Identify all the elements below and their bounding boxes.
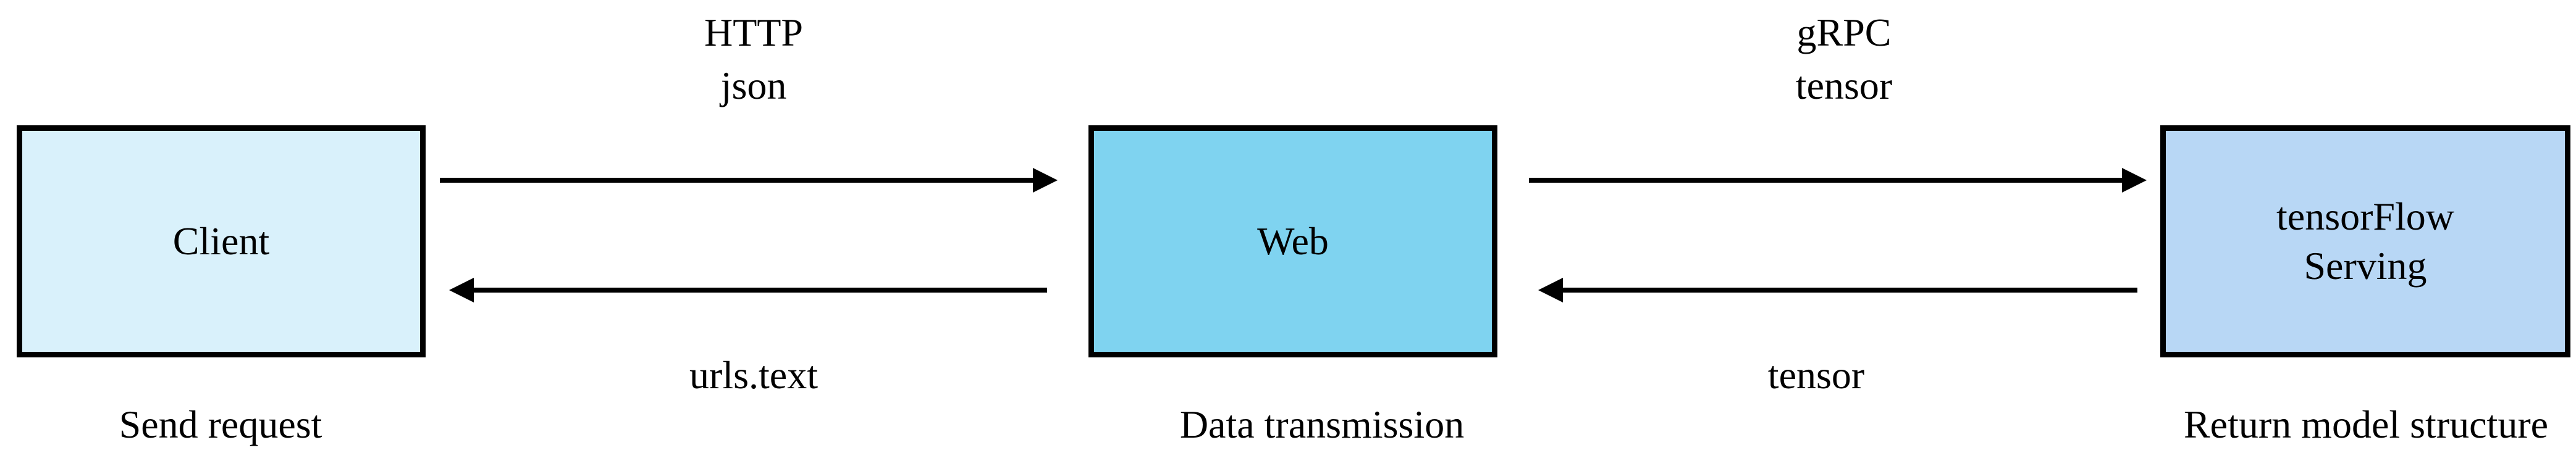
caption-serving: Return model structure	[2184, 398, 2548, 451]
tensorflow-serving-label-line2: Serving	[2304, 244, 2427, 288]
tensorflow-serving-node: tensorFlow Serving	[2160, 125, 2570, 357]
caption-client: Send request	[119, 398, 322, 451]
arrowhead-client-to-web	[1033, 168, 1058, 193]
edge-label-serving-to-web: tensor	[1768, 349, 1864, 402]
caption-send-request: Send request	[119, 402, 322, 446]
caption-web: Data transmission	[1180, 398, 1464, 451]
web-node: Web	[1088, 125, 1497, 357]
edge-label-urls-text: urls.text	[689, 353, 818, 397]
edge-label-client-to-web: HTTP json	[704, 6, 803, 113]
edge-label-json: json	[720, 64, 787, 108]
edge-label-web-to-serving: gRPC tensor	[1796, 6, 1892, 113]
edge-label-web-to-client: urls.text	[689, 349, 818, 402]
web-node-label: Web	[1257, 219, 1329, 263]
arrowhead-serving-to-web	[1538, 278, 1563, 302]
edge-label-http: HTTP	[704, 10, 803, 54]
caption-return-model-structure: Return model structure	[2183, 402, 2549, 446]
caption-data-transmission: Data transmission	[1179, 402, 1465, 446]
client-node-label: Client	[172, 219, 270, 263]
tensorflow-serving-node-label: tensorFlow Serving	[2276, 192, 2454, 291]
tensorflow-serving-label-line1: tensorFlow	[2276, 194, 2454, 238]
edge-label-grpc: gRPC	[1796, 10, 1892, 54]
arrowhead-web-to-serving	[2122, 168, 2147, 193]
edge-label-tensor-top: tensor	[1795, 64, 1893, 108]
client-node: Client	[17, 125, 426, 357]
arrowhead-web-to-client	[449, 278, 474, 302]
edge-label-tensor-bottom: tensor	[1767, 353, 1865, 397]
